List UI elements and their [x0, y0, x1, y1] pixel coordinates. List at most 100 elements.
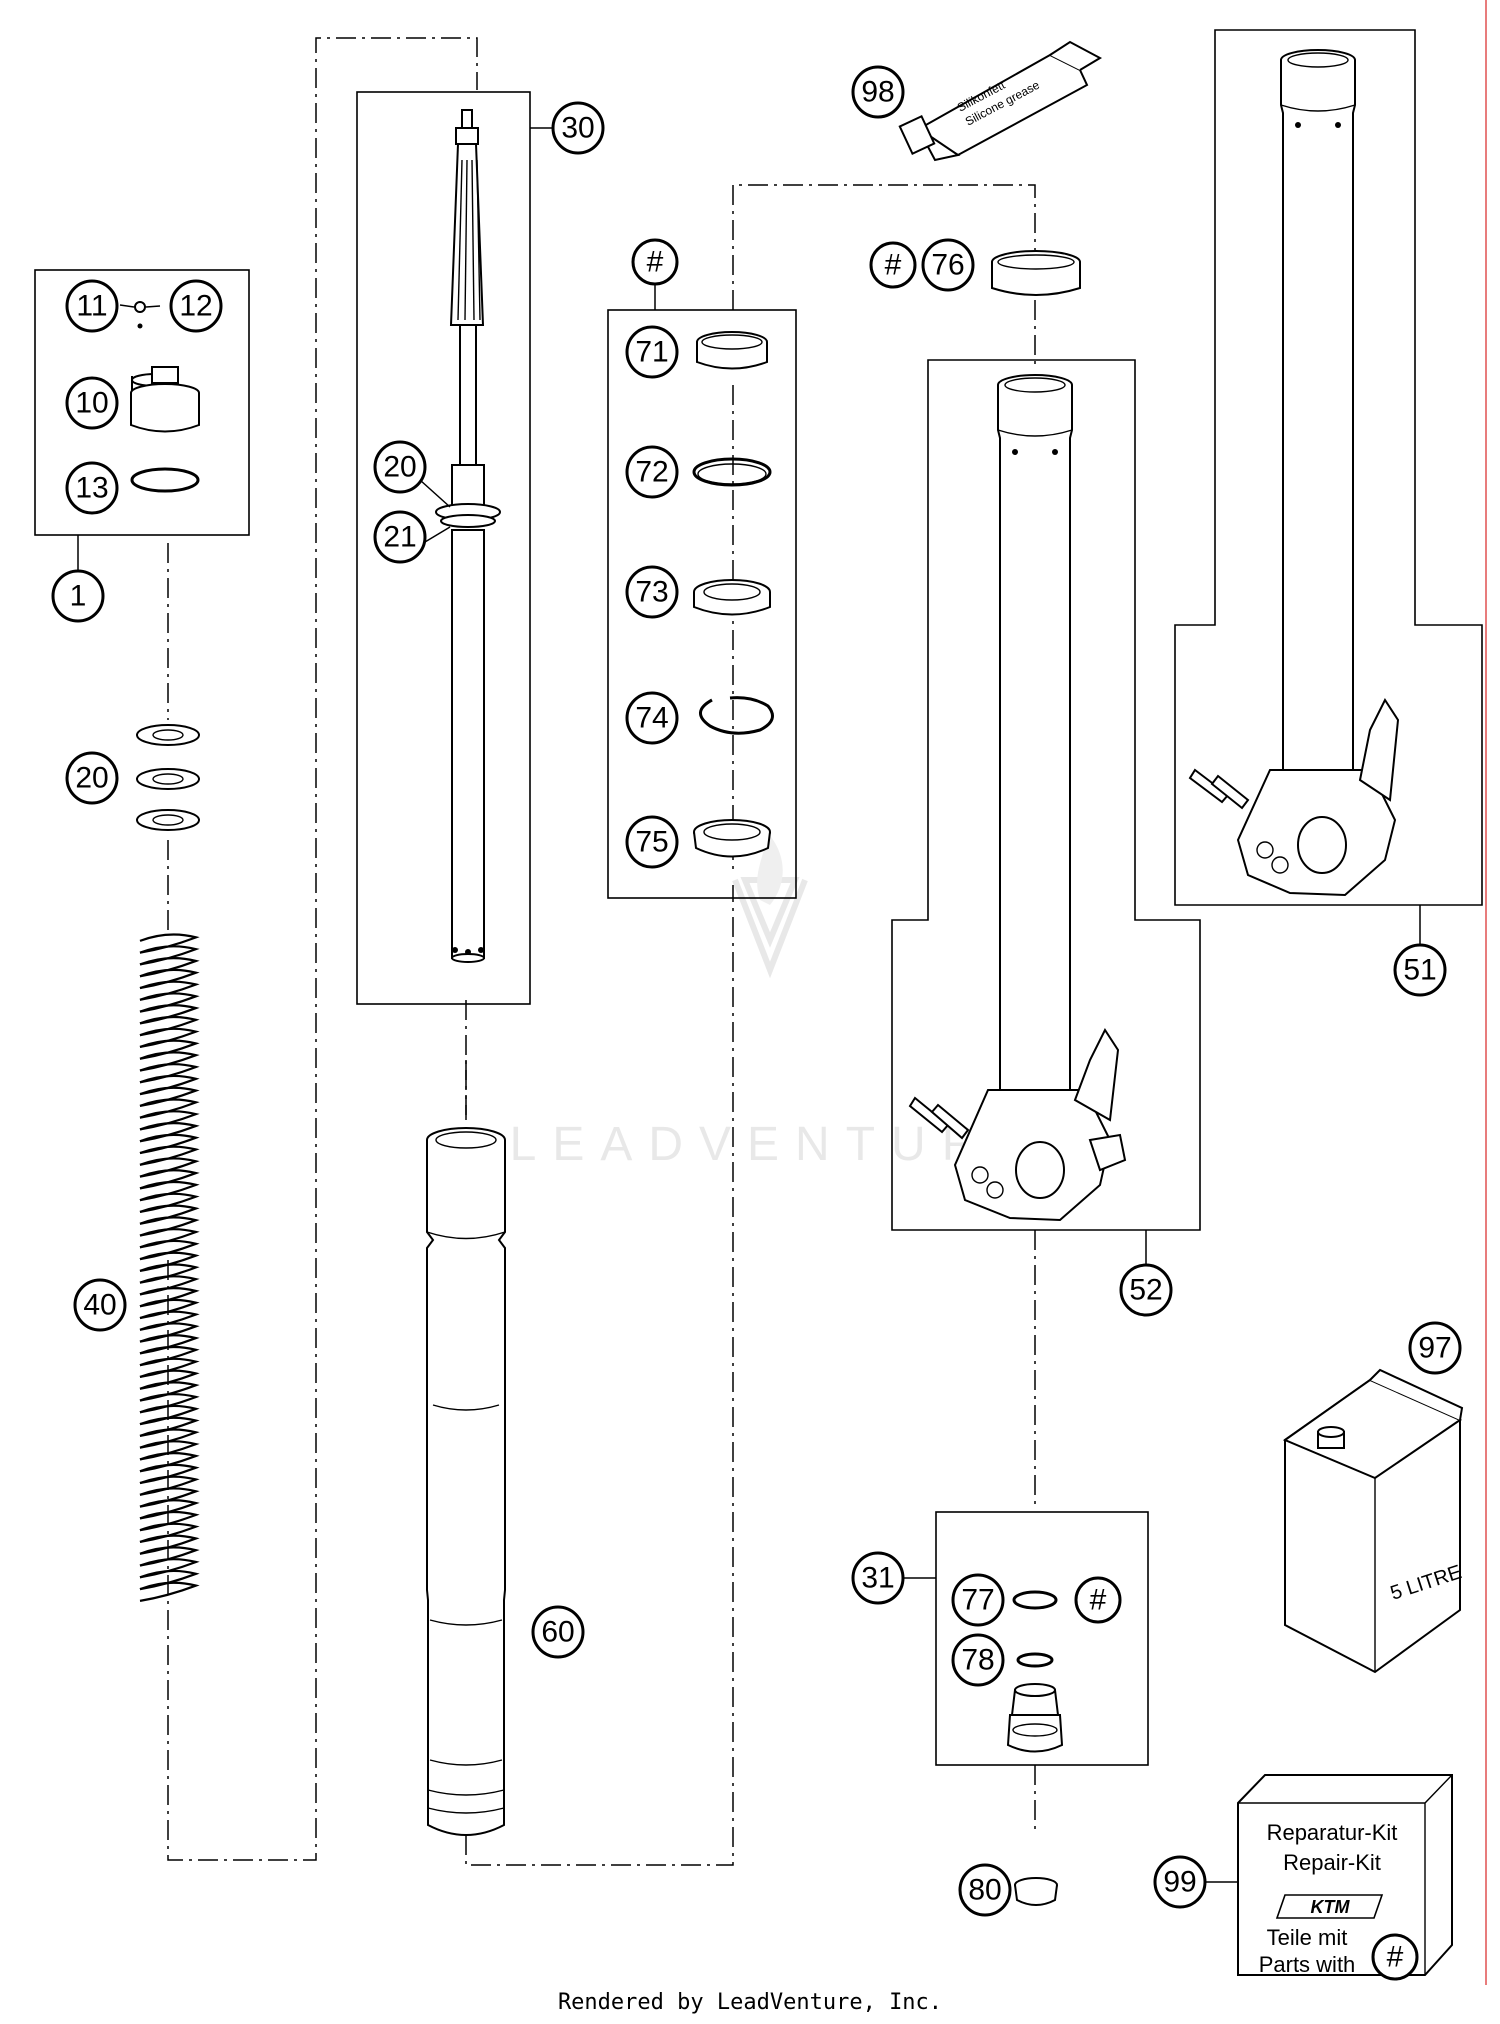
spring-coil	[139, 1452, 200, 1473]
callout-10: 10	[65, 376, 119, 430]
callout-76: 76	[921, 238, 975, 292]
fork-spring	[139, 933, 200, 1602]
callout-80: 80	[958, 1863, 1012, 1917]
repair-kit-line2: Repair-Kit	[1283, 1850, 1381, 1875]
spring-coil	[139, 1192, 200, 1214]
svg-text:31: 31	[861, 1562, 894, 1595]
svg-text:72: 72	[635, 456, 668, 489]
spring-coil	[139, 1510, 200, 1532]
svg-text:80: 80	[968, 1874, 1001, 1907]
svg-text:#: #	[1090, 1584, 1107, 1617]
spring-coil	[139, 1522, 200, 1544]
footer-credit: Rendered by LeadVenture, Inc.	[557, 1990, 943, 2015]
svg-text:13: 13	[75, 472, 108, 505]
spring-coil	[139, 1122, 200, 1143]
spring-coil	[139, 1027, 200, 1049]
spring-coil	[139, 1381, 200, 1402]
svg-text:71: 71	[635, 336, 668, 369]
svg-text:12: 12	[179, 290, 212, 323]
spring-coil	[139, 1074, 200, 1096]
cap-part	[130, 366, 200, 433]
callout-12: 12	[169, 279, 223, 333]
spring-coil	[139, 957, 200, 978]
callout-13: 13	[65, 461, 119, 515]
spring-coil	[139, 1086, 200, 1107]
spring-coil	[139, 1239, 200, 1261]
spring-coil	[139, 1416, 200, 1437]
spring-coil	[139, 968, 200, 990]
guide-bushing	[991, 250, 1081, 296]
callout-1: 1	[51, 569, 105, 623]
svg-text:11: 11	[76, 290, 107, 323]
spring-coil	[139, 1133, 200, 1155]
svg-text:#: #	[647, 246, 664, 279]
callout-73: 73	[625, 565, 679, 619]
spring-coil	[139, 1287, 200, 1308]
ktm-logo-text: KTM	[1311, 1897, 1351, 1917]
watermark: LEADVENTURE	[510, 830, 1024, 1171]
callout-kit-hash: #	[1371, 1933, 1419, 1981]
spring-coil	[139, 1428, 200, 1449]
repair-kit-line3: Teile mit	[1267, 1925, 1348, 1950]
repair-kit-line4: Parts with	[1259, 1952, 1356, 1977]
svg-text:#: #	[885, 249, 902, 282]
spring-coil	[139, 1322, 200, 1343]
callout-71: 71	[625, 325, 679, 379]
assembly-path-left	[167, 37, 478, 1861]
svg-text:99: 99	[1163, 1866, 1196, 1899]
spring-coil	[139, 1298, 200, 1320]
spring-coil	[139, 1345, 200, 1367]
svg-text:52: 52	[1129, 1274, 1162, 1307]
assembly-path-middle	[465, 885, 734, 1866]
damper-cartridge	[435, 109, 501, 963]
inner-tube-box-52	[891, 359, 1201, 1231]
spring-coil	[139, 1393, 200, 1414]
svg-text:78: 78	[961, 1644, 994, 1677]
repair-kit-line1: Reparatur-Kit	[1267, 1820, 1398, 1845]
spring-coil	[139, 945, 200, 966]
svg-text:97: 97	[1418, 1332, 1451, 1365]
callout-20-washers: 20	[65, 751, 119, 805]
callout-31: 31	[851, 1551, 905, 1605]
callout-40: 40	[73, 1278, 127, 1332]
callout-20-cartridge: 20	[373, 440, 427, 494]
spring-coil	[139, 992, 200, 1013]
spring-coil	[139, 1275, 200, 1296]
valve-parts	[1006, 1590, 1064, 1753]
spring-coil	[139, 1039, 200, 1060]
spring-coil	[139, 1051, 200, 1072]
svg-text:98: 98	[861, 76, 894, 109]
spring-coil	[139, 1110, 200, 1131]
svg-text:76: 76	[931, 249, 964, 282]
inner-tube-51	[1188, 49, 1400, 897]
spring-coil	[139, 1534, 200, 1555]
svg-text:1: 1	[70, 580, 87, 613]
svg-text:74: 74	[635, 702, 668, 735]
spring-coil	[139, 1004, 200, 1025]
spring-coil	[139, 1157, 200, 1178]
spring-coil	[139, 1098, 200, 1119]
o-ring-part	[130, 467, 200, 493]
valve-box	[935, 1511, 1149, 1766]
spring-coil	[139, 1228, 200, 1249]
callout-78: 78	[951, 1633, 1005, 1687]
spring-coil	[139, 1487, 200, 1508]
svg-text:20: 20	[383, 451, 416, 484]
spring-coil	[139, 1169, 200, 1190]
spring-coil	[139, 1310, 200, 1331]
svg-text:21: 21	[383, 521, 416, 554]
spring-coil	[139, 1569, 200, 1591]
svg-text:60: 60	[541, 1616, 574, 1649]
spring-coil	[139, 1145, 200, 1166]
repair-kit-box: Reparatur-Kit Repair-Kit KTM Teile mit P…	[1205, 1774, 1453, 1981]
spring-coil	[139, 1180, 200, 1202]
svg-text:51: 51	[1403, 954, 1436, 987]
outer-tube	[426, 1127, 506, 1836]
seal-kit-box	[607, 309, 797, 899]
svg-text:#: #	[1387, 1941, 1404, 1974]
spring-coil	[139, 1334, 200, 1355]
seal-80	[1014, 1877, 1058, 1906]
cartridge-box	[356, 91, 531, 1005]
screw-part	[119, 301, 161, 329]
